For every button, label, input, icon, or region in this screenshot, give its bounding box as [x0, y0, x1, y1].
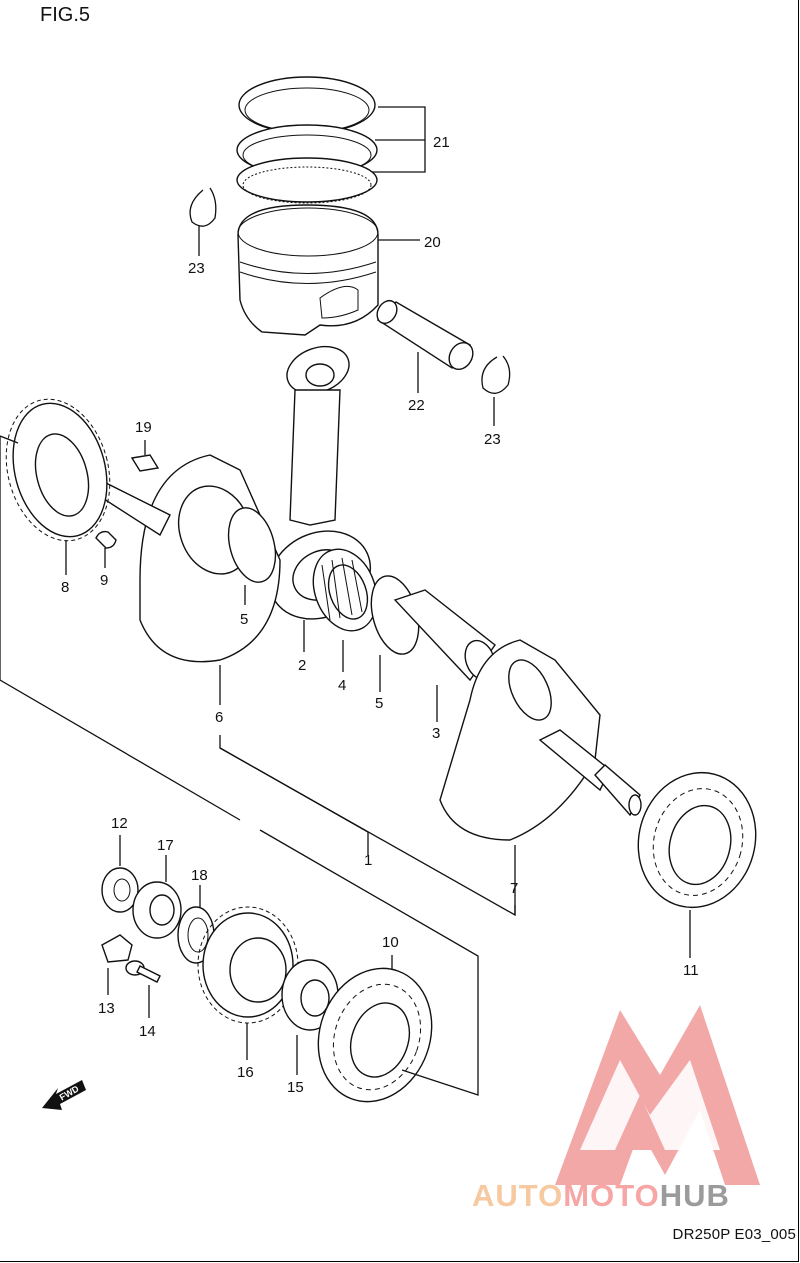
callout-14: 14	[139, 1023, 156, 1040]
callout-21: 21	[433, 134, 450, 151]
callout-8: 8	[61, 579, 69, 596]
callout-23-right: 23	[484, 431, 501, 448]
crankshaft-right	[439, 639, 642, 841]
callout-18: 18	[191, 867, 208, 884]
watermark-brand: AUTOMOTOHUB	[472, 1178, 730, 1214]
crank-gear-left	[5, 398, 111, 542]
piston	[237, 204, 379, 336]
callout-4: 4	[338, 677, 346, 694]
primary-gear-16	[197, 906, 299, 1024]
callout-1: 1	[364, 852, 372, 869]
callout-17: 17	[157, 837, 174, 854]
piston-rings	[236, 76, 378, 204]
woodruff-key	[130, 454, 160, 472]
fwd-arrow-icon: FWD	[42, 1080, 86, 1110]
callout-7: 7	[510, 880, 518, 897]
figure-label: FIG.5	[40, 4, 91, 26]
dowel-pin	[95, 530, 117, 549]
callout-16: 16	[237, 1064, 254, 1081]
callout-13: 13	[98, 1000, 115, 1017]
lock-plate-13	[101, 934, 133, 963]
callout-15: 15	[287, 1079, 304, 1096]
needle-bearing	[312, 548, 378, 632]
callout-12: 12	[111, 815, 128, 832]
callout-22: 22	[408, 397, 425, 414]
watermark-moto: MOTO	[563, 1178, 660, 1213]
callout-23-left: 23	[188, 260, 205, 277]
watermark-hub: HUB	[659, 1178, 730, 1213]
callout-19: 19	[135, 419, 152, 436]
document-code: DR250P E03_005	[672, 1226, 796, 1243]
oil-seal-12	[101, 867, 139, 913]
watermark-auto: AUTO	[472, 1178, 564, 1213]
callout-6: 6	[215, 709, 223, 726]
callout-5-left: 5	[240, 611, 248, 628]
piston-pin	[376, 299, 474, 371]
leader-lines	[0, 106, 691, 1096]
callout-3: 3	[432, 725, 440, 742]
callout-5-right: 5	[375, 695, 383, 712]
watermark-logo	[555, 1005, 760, 1185]
callout-9: 9	[100, 572, 108, 589]
callout-11: 11	[683, 962, 699, 979]
bearing-10	[317, 967, 433, 1103]
bearing-right	[637, 771, 757, 909]
thrust-washer-left	[227, 507, 277, 583]
circlip-right	[481, 355, 511, 394]
callout-20: 20	[424, 234, 441, 251]
callout-2: 2	[298, 657, 306, 674]
screw-14	[125, 960, 161, 983]
nut-17	[132, 881, 182, 939]
callout-10: 10	[382, 934, 399, 951]
circlip-left	[189, 187, 217, 227]
